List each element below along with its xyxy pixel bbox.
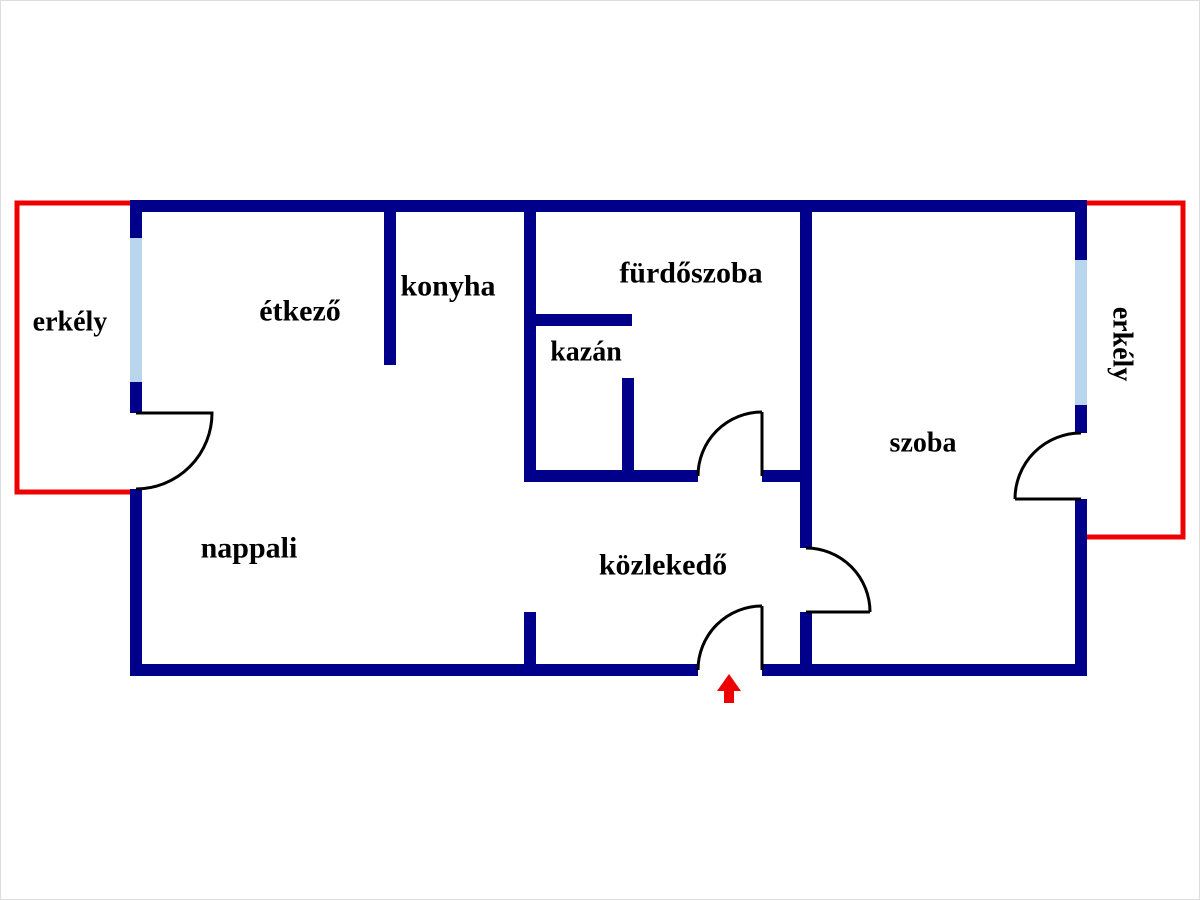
room-label-boiler: kazán: [550, 337, 622, 368]
door-balcony-right: [1013, 431, 1082, 501]
doors: [135, 410, 1082, 671]
windows: [130, 238, 1087, 405]
balcony-right-outline: [1081, 200, 1186, 540]
window-right: [1075, 260, 1087, 405]
window-left: [130, 238, 142, 382]
door-entrance: [696, 604, 764, 671]
door-balcony-left: [135, 411, 214, 491]
room-label-room: szoba: [890, 428, 957, 459]
door-room: [805, 546, 872, 614]
room-label-bathroom: fürdőszoba: [619, 257, 762, 290]
balcony-outlines: [14, 200, 1186, 540]
room-label-balcony-left: erkély: [33, 307, 108, 338]
walls: [130, 200, 1087, 676]
entrance-arrow-icon: [717, 674, 741, 703]
door-bathroom: [696, 410, 764, 477]
room-label-hallway: közlekedő: [599, 549, 727, 582]
room-label-living: nappali: [201, 532, 298, 565]
room-label-kitchen: konyha: [400, 270, 495, 303]
room-labels: erkély étkező konyha fürdőszoba kazán sz…: [33, 257, 1138, 582]
balcony-left-outline: [14, 200, 136, 495]
room-label-dining: étkező: [259, 295, 341, 328]
room-label-balcony-right: erkély: [1107, 307, 1138, 382]
